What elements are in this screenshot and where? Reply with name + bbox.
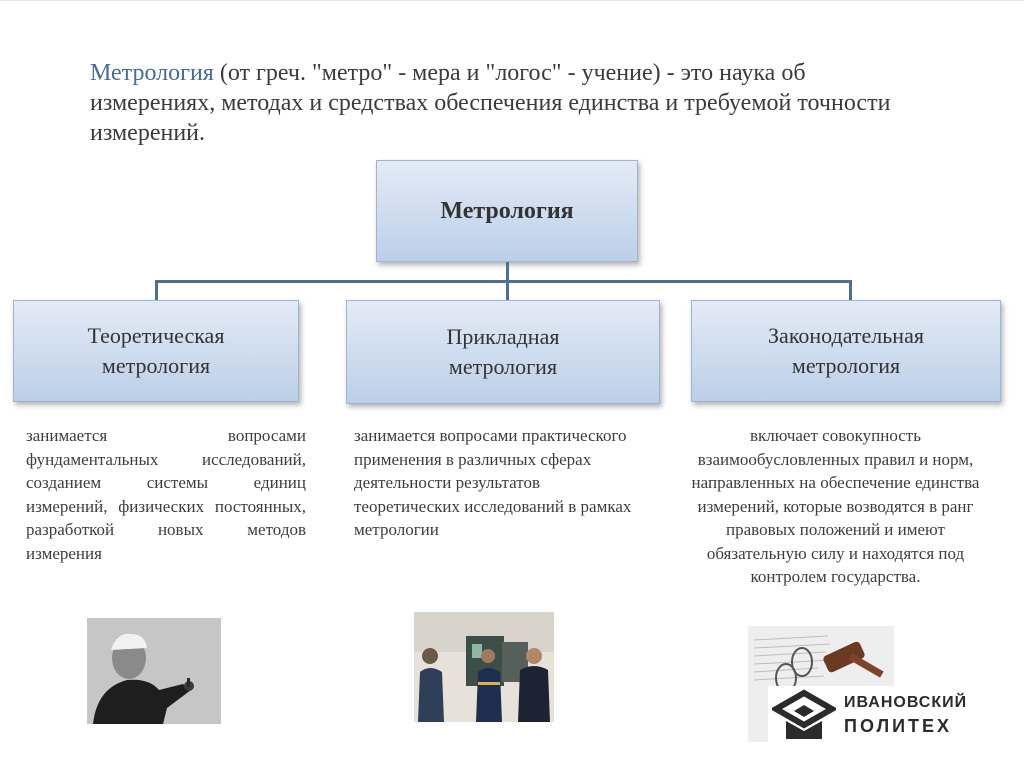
root-label: Метрология <box>440 198 574 224</box>
ivanovo-politech-logo: ИВАНОВСКИЙ ПОЛИТЕХ <box>768 686 988 748</box>
branch-legal-line1: Законодательная <box>768 323 924 348</box>
branch-legal-line2: метрология <box>791 353 901 378</box>
branch-box-theoretical: Теоретическая метрология <box>13 300 299 402</box>
branch-theoretical-line2: метрология <box>101 353 211 378</box>
logo-mark-icon <box>772 689 836 739</box>
definition-body: (от греч. "метро" - мера и "логос" - уче… <box>90 60 891 146</box>
scientist-photo <box>87 618 221 724</box>
connector-vertical-root <box>506 262 509 282</box>
branch-applied-line1: Прикладная <box>446 324 560 349</box>
branch-box-applied: Прикладная метрология <box>346 300 660 404</box>
connector-left <box>155 280 158 302</box>
branch-box-legal: Законодательная метрология <box>691 300 1001 402</box>
connector-middle <box>506 280 509 302</box>
workers-photo <box>414 612 554 722</box>
connector-right <box>849 280 852 302</box>
branch-applied-line2: метрология <box>448 354 558 379</box>
definition-text: Метрология (от греч. "метро" - мера и "л… <box>90 58 920 148</box>
logo-line2: ПОЛИТЕХ <box>844 716 953 736</box>
description-legal: включает совокупность взаимообусловленны… <box>691 426 980 586</box>
description-theoretical: занимается вопросами фундаментальных исс… <box>26 426 306 563</box>
definition-term: Метрология <box>90 60 214 86</box>
branch-theoretical-line1: Теоретическая <box>87 323 225 348</box>
connector-horizontal <box>155 280 852 283</box>
description-applied: занимается вопросами практического приме… <box>354 426 632 539</box>
logo-line1: ИВАНОВСКИЙ <box>844 694 968 711</box>
root-box-metrology: Метрология <box>376 160 638 262</box>
